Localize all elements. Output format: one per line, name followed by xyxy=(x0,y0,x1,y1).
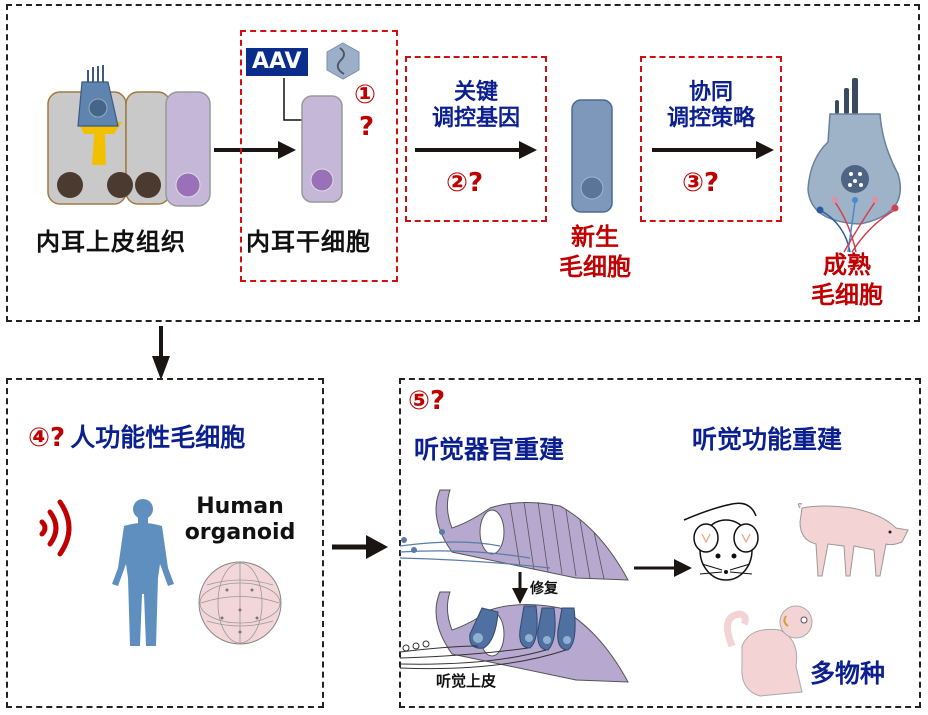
human-body-icon xyxy=(112,499,174,646)
pig-icon xyxy=(797,503,909,577)
monkey-icon xyxy=(724,605,813,697)
new-hair-cell-line1: 新生 xyxy=(571,223,619,251)
step2-label: ②? xyxy=(446,168,483,198)
damaged-organ-of-corti-illustration xyxy=(399,489,629,581)
step3-title: 协同 调控策略 xyxy=(645,80,777,132)
mature-hair-cell-line1: 成熟 xyxy=(823,251,871,279)
step4-number: ④ xyxy=(28,423,51,453)
arrow-right-icon xyxy=(415,141,537,159)
step3-question: ? xyxy=(704,168,720,198)
repair-label: 修复 xyxy=(530,581,558,597)
step1-question: ? xyxy=(359,112,375,142)
aav-connector-line xyxy=(283,78,304,121)
new-hair-cell-label: 新生 毛细胞 xyxy=(545,222,645,282)
step2-title: 关键 调控基因 xyxy=(410,80,542,132)
arrow-right-icon xyxy=(652,141,774,159)
step4-question: ? xyxy=(50,423,66,453)
step5-label: ⑤? xyxy=(408,386,445,416)
organoid-line1: Human xyxy=(196,494,284,519)
arrow-right-icon xyxy=(214,141,296,159)
new-hair-cell-illustration xyxy=(571,99,613,213)
top-panel-frame xyxy=(6,4,920,322)
hearing-reconstruction-panel-frame xyxy=(399,378,921,708)
step5-question: ? xyxy=(430,386,446,416)
step3-line2: 调控策略 xyxy=(666,106,755,131)
step3-line1: 协同 xyxy=(688,80,733,105)
aav-label: AAV xyxy=(246,48,308,76)
step3-frame xyxy=(640,56,782,222)
arrow-down-icon xyxy=(512,572,528,604)
auditory-epithelium-label: 听觉上皮 xyxy=(436,672,497,690)
mature-hair-cell-label: 成熟 毛细胞 xyxy=(792,250,902,310)
sound-waves-icon xyxy=(39,499,72,557)
arrow-right-icon xyxy=(332,535,388,559)
human-hair-cell-heading: ④? 人功能性毛细胞 xyxy=(28,418,245,454)
human-hair-cell-title: 人功能性毛细胞 xyxy=(70,423,246,452)
epithelium-label: 内耳上皮组织 xyxy=(36,228,186,256)
step5-number: ⑤ xyxy=(408,386,431,416)
step3-number: ③ xyxy=(682,168,705,198)
organoid-line2: organoid xyxy=(184,520,296,545)
step2-line1: 关键 xyxy=(453,80,498,105)
step3-label: ③? xyxy=(682,168,719,198)
aav-capsid-icon xyxy=(326,42,360,80)
repaired-organ-of-corti-illustration xyxy=(399,591,629,683)
step2-question: ? xyxy=(468,168,484,198)
organ-reconstruction-title: 听觉器官重建 xyxy=(414,435,565,464)
step2-frame xyxy=(405,56,547,222)
mature-hair-cell-line2: 毛细胞 xyxy=(811,281,883,309)
inner-ear-stem-cell-illustration xyxy=(301,95,343,203)
step2-line2: 调控基因 xyxy=(431,106,520,131)
arrow-down-icon xyxy=(152,326,170,380)
step2-number: ② xyxy=(446,168,469,198)
stem-cell-label: 内耳干细胞 xyxy=(246,228,371,256)
human-hair-cell-panel-frame xyxy=(6,378,324,708)
organoid-icon xyxy=(198,561,282,645)
multi-species-label: 多物种 xyxy=(810,659,886,688)
function-reconstruction-title: 听觉功能重建 xyxy=(692,425,843,454)
mouse-icon xyxy=(683,502,759,581)
human-organoid-label: Human organoid xyxy=(180,494,300,546)
new-hair-cell-line2: 毛细胞 xyxy=(559,253,631,281)
step1-frame xyxy=(240,30,398,282)
inner-ear-epithelium-illustration xyxy=(47,65,211,207)
mature-hair-cell-illustration xyxy=(807,78,902,253)
arrow-right-icon xyxy=(634,559,692,577)
step1-number: ① xyxy=(354,80,377,110)
